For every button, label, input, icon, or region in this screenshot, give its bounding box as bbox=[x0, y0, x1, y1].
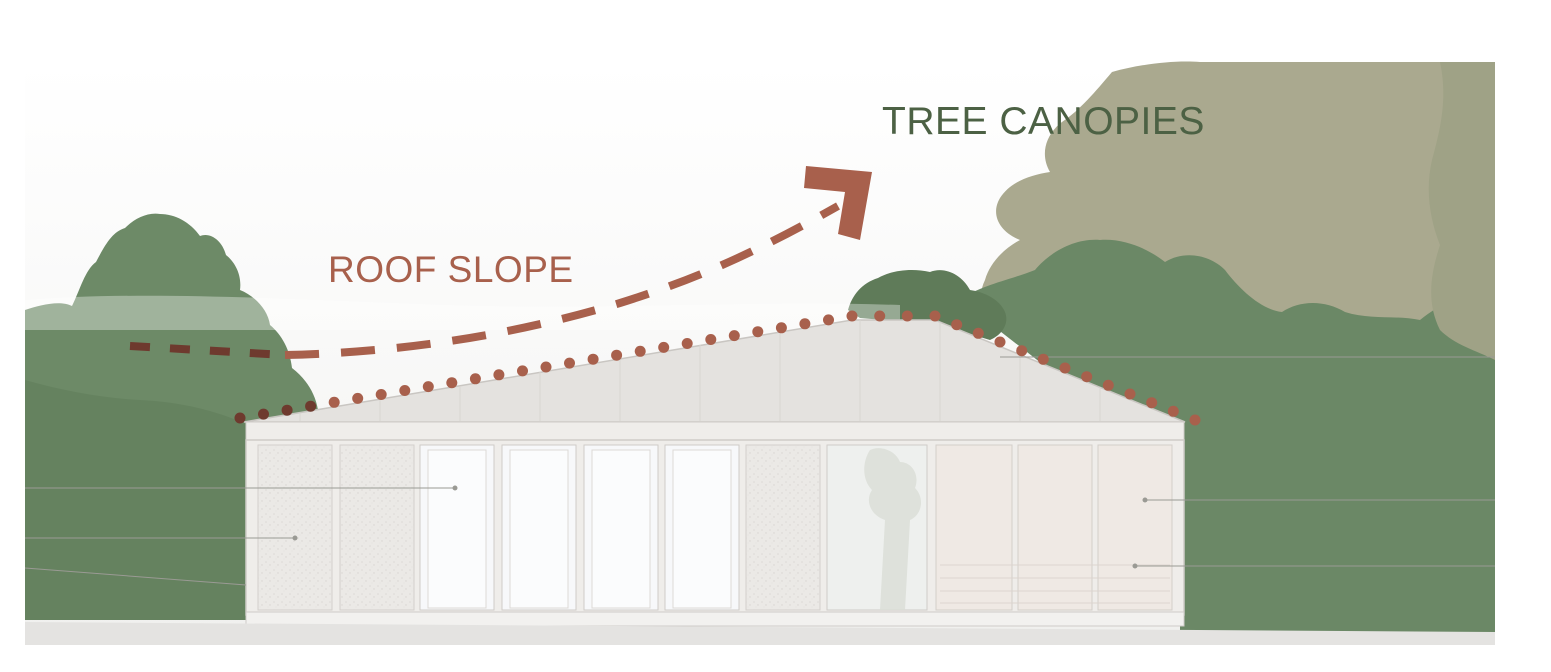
tree-right-green bbox=[960, 239, 1495, 632]
roof-dot bbox=[493, 369, 505, 381]
roof-dot bbox=[375, 389, 387, 400]
tree-right-edge-khaki bbox=[1428, 62, 1495, 360]
annotation-leaders bbox=[24, 356, 1495, 586]
roof-dot bbox=[1037, 353, 1049, 365]
timber-panel bbox=[935, 444, 1013, 611]
timber-panel bbox=[1017, 444, 1093, 611]
roof-dot bbox=[564, 357, 575, 369]
roof-dot bbox=[1189, 414, 1201, 426]
stone-panel bbox=[745, 444, 821, 611]
roof-dot bbox=[951, 319, 963, 331]
roof-seams bbox=[299, 320, 1101, 422]
stone-panel bbox=[257, 444, 333, 611]
roof-slope-arrow-start bbox=[129, 342, 286, 359]
roof-dot bbox=[281, 404, 293, 416]
roof-dot bbox=[611, 349, 623, 361]
roof-dot bbox=[352, 392, 364, 404]
timber-slats bbox=[940, 564, 1170, 604]
glazed-door-inner bbox=[591, 449, 651, 609]
roof-dot bbox=[972, 327, 984, 339]
roof-dot bbox=[517, 365, 528, 377]
roof-dot bbox=[846, 310, 858, 322]
roof-dot bbox=[469, 373, 481, 385]
window-tree-reflection bbox=[864, 448, 922, 610]
roof-dot bbox=[446, 377, 458, 389]
roof-dot bbox=[540, 361, 552, 373]
roof-dot bbox=[305, 400, 317, 412]
roof-outline-dots bbox=[234, 310, 1201, 426]
roof-dot bbox=[775, 322, 787, 334]
roof-dot bbox=[929, 310, 941, 322]
roof-dot bbox=[752, 326, 764, 338]
stone-panel bbox=[339, 444, 415, 611]
roof-dot bbox=[234, 412, 246, 424]
plinth bbox=[245, 611, 1185, 627]
glazed-door-inner bbox=[672, 449, 732, 609]
glazed-door-inner bbox=[509, 449, 569, 609]
timber-panel bbox=[1097, 444, 1173, 611]
roof-dot bbox=[1167, 405, 1179, 417]
roof-dot bbox=[422, 381, 434, 393]
tree-left-shadow bbox=[25, 380, 248, 620]
roof-dot bbox=[634, 345, 646, 357]
roof-slope-label: ROOF SLOPE bbox=[328, 249, 574, 290]
roof-dot bbox=[901, 310, 913, 322]
roof-dot bbox=[328, 396, 340, 408]
roof-dot bbox=[1124, 388, 1136, 400]
wall-band bbox=[245, 421, 1185, 443]
roof-dot bbox=[799, 318, 811, 330]
roof-dot bbox=[728, 330, 740, 342]
roof-dot bbox=[681, 338, 693, 349]
roof-dot bbox=[1081, 371, 1093, 383]
roof-dot bbox=[1102, 379, 1114, 391]
ground-line bbox=[25, 622, 1495, 645]
roof-dot bbox=[874, 310, 886, 322]
facade bbox=[245, 439, 1185, 627]
roof-dot bbox=[994, 336, 1006, 348]
tree-over-roof bbox=[848, 270, 1007, 340]
roof-dot bbox=[258, 408, 269, 420]
tree-canopies-label: TREE CANOPIES bbox=[882, 100, 1205, 143]
roof-dot bbox=[823, 314, 834, 326]
roof-dot bbox=[587, 353, 599, 365]
glazed-door-inner bbox=[427, 449, 487, 609]
roof-dot bbox=[399, 385, 411, 396]
arrowhead-icon bbox=[804, 166, 872, 240]
roof-dot bbox=[1016, 345, 1028, 357]
roof-dot bbox=[1146, 397, 1158, 409]
mist bbox=[25, 295, 900, 330]
roof-dot bbox=[705, 334, 717, 345]
roof-dot bbox=[1059, 362, 1071, 374]
roof-dot bbox=[658, 341, 670, 353]
